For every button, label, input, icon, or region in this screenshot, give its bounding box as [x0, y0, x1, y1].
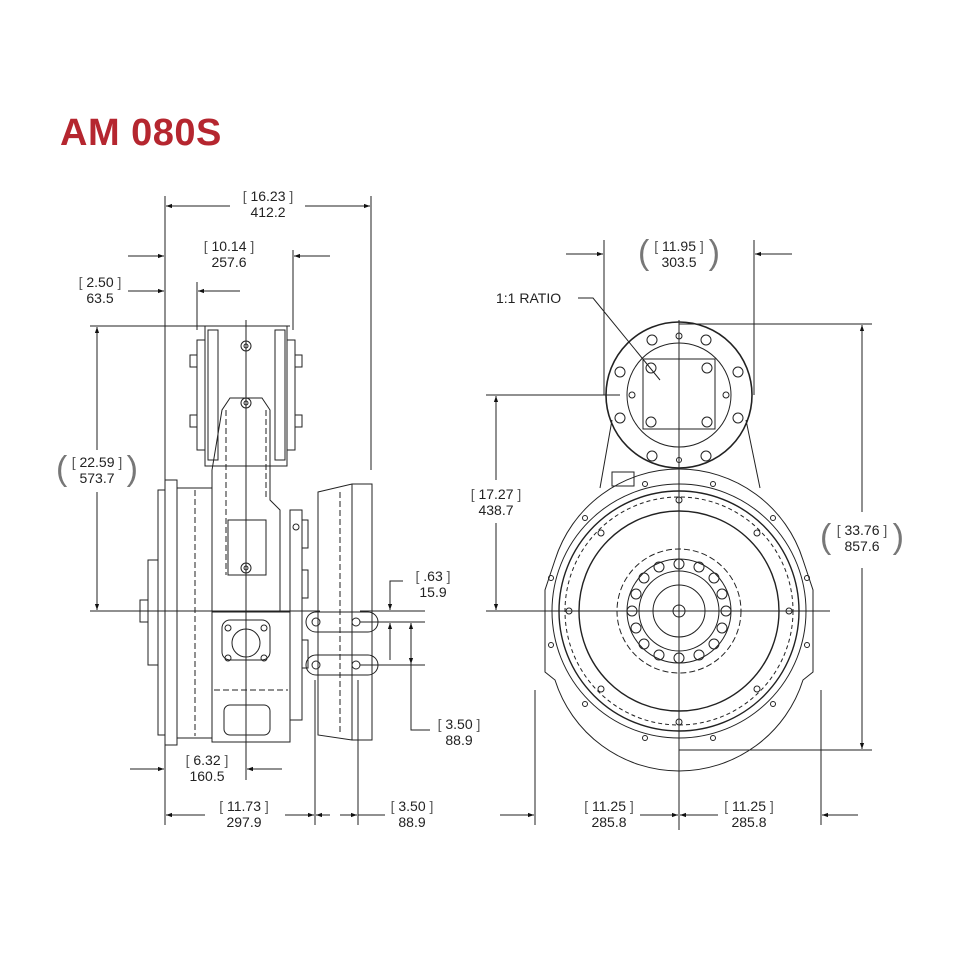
dim-overall-height: 33.76 857.6 [820, 519, 904, 555]
front-view-drawing [486, 240, 872, 830]
dim-center-distance: 17.27 438.7 [466, 486, 526, 518]
dim-half-width-left: 11.25 285.8 [578, 798, 640, 830]
dim-upper-flange-width: 11.95 303.5 [638, 235, 720, 271]
dim-upper-housing-width: 10.14 257.6 [198, 238, 260, 270]
model-title: AM 080S [60, 112, 222, 154]
dim-half-width-right: 11.25 285.8 [718, 798, 780, 830]
dim-mount-hole-spacing-horizontal: 3.50 88.9 [384, 798, 440, 830]
dim-center-offset: 6.32 160.5 [178, 752, 236, 784]
side-view-drawing [90, 196, 430, 825]
dim-upper-height: 22.59 573.7 [56, 451, 138, 487]
dim-base-width: 11.73 297.9 [212, 798, 276, 830]
dim-overall-width: 16.23 412.2 [238, 188, 298, 220]
dim-mount-offset: .63 15.9 [410, 568, 456, 600]
dim-mount-hole-spacing-vertical: 3.50 88.9 [432, 716, 486, 748]
ratio-note: 1:1 RATIO [496, 290, 562, 306]
dim-flange-offset: 2.50 63.5 [72, 274, 128, 306]
